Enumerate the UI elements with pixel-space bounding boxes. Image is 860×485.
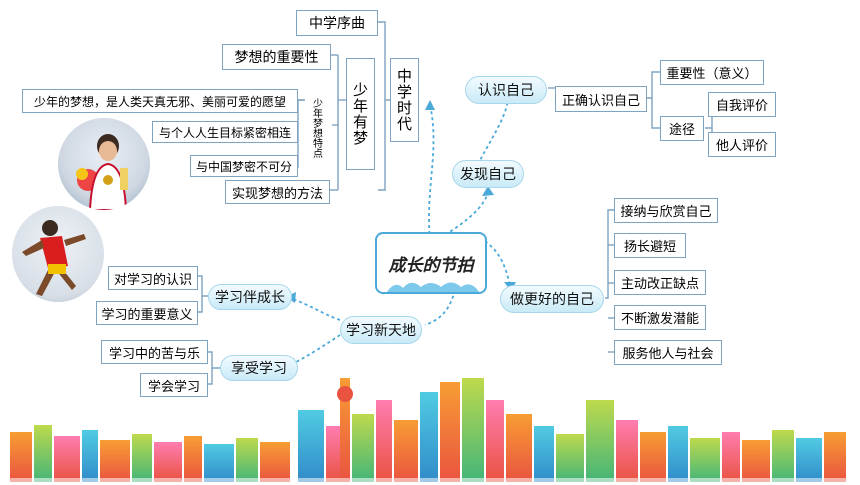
node-dream-features: 少年梦想特点: [305, 84, 327, 172]
node-ways: 途径: [660, 116, 704, 141]
study-enjoy-item-2: 学会学习: [140, 373, 208, 397]
study-enjoy-item-1: 学习中的苦与乐: [101, 340, 208, 364]
study-grow-item-2: 学习的重要意义: [96, 301, 198, 325]
node-importance: 重要性（意义）: [660, 60, 764, 85]
item-prelude: 中学序曲: [296, 10, 378, 36]
node-enjoy-study: 享受学习: [220, 355, 298, 381]
node-self-eval: 自我评价: [708, 92, 776, 117]
better-item-4: 不断激发潜能: [614, 305, 706, 330]
node-correct-know: 正确认识自己: [555, 86, 647, 112]
study-grow-item-1: 对学习的认识: [108, 266, 198, 290]
node-others-eval: 他人评价: [708, 132, 776, 157]
feature-china-dream: 与中国梦密不可分: [190, 155, 298, 177]
runner-illustration: [22, 220, 86, 296]
better-item-1: 接纳与欣赏自己: [614, 198, 718, 223]
node-know-self: 认识自己: [465, 76, 547, 104]
feature-innocent-wish: 少年的梦想，是人类天真无邪、美丽可爱的愿望: [22, 89, 298, 113]
center-title: 成长的节拍: [388, 255, 474, 276]
item-dream-method: 实现梦想的方法: [225, 180, 330, 204]
node-study-grow: 学习伴成长: [208, 284, 292, 310]
item-dream-importance: 梦想的重要性: [222, 44, 331, 70]
athlete-photo-runner: [12, 206, 104, 302]
node-middle-school: 中学时代: [390, 58, 419, 142]
better-item-5: 服务他人与社会: [614, 340, 722, 365]
city-skyline-decoration: [0, 378, 860, 485]
node-better-self: 做更好的自己: [500, 285, 604, 313]
athlete-medal-illustration: [76, 134, 128, 210]
center-node: 成长的节拍: [375, 232, 487, 294]
cloud-decoration: [387, 282, 479, 292]
better-item-2: 扬长避短: [614, 233, 686, 258]
node-dream: 少年有梦: [346, 58, 375, 170]
node-discover-self: 发现自己: [452, 160, 524, 188]
node-study-world: 学习新天地: [340, 316, 422, 344]
feature-personal-goal: 与个人人生目标紧密相连: [152, 121, 298, 143]
better-item-3: 主动改正缺点: [614, 270, 706, 295]
athlete-photo-medal: [58, 118, 150, 210]
